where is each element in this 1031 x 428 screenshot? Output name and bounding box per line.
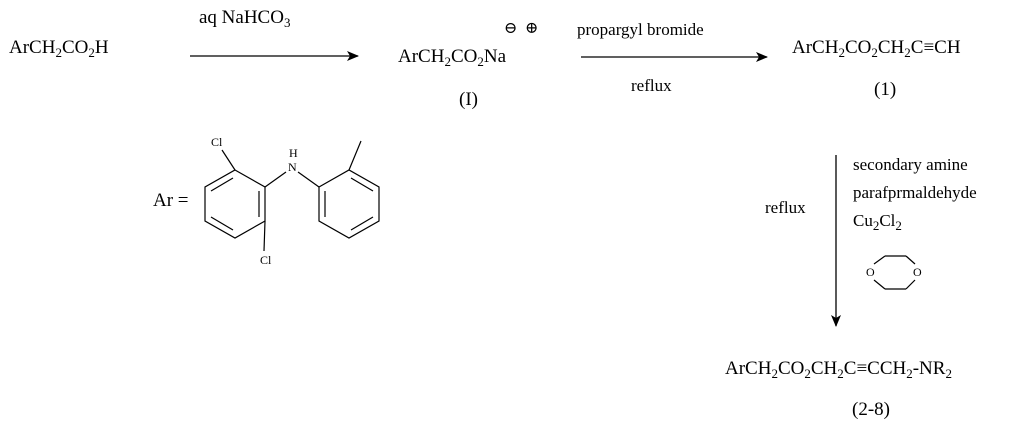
intermediate-formula: ArCH2CO2Na: [398, 46, 507, 69]
aryl-structure: [204, 140, 380, 252]
chlorine-bottom-label: Cl: [260, 253, 272, 267]
dioxane-oxygen-left: O: [866, 265, 875, 279]
catalyst-cu2cl2: Cu2Cl2: [853, 211, 902, 233]
negative-charge-icon: ⊖: [504, 20, 518, 37]
dioxane-structure: [873, 255, 916, 290]
condition-secondary-amine: secondary amine: [853, 155, 968, 174]
reactant-formula: ArCH2CO2H: [9, 37, 109, 60]
positive-charge-icon: ⊕: [525, 20, 539, 37]
reagent-propargyl-bromide: propargyl bromide: [577, 20, 704, 39]
chlorine-top-label: Cl: [211, 135, 223, 149]
condition-reflux-step3: reflux: [765, 198, 806, 217]
products-2-8-label: (2-8): [852, 399, 890, 420]
amine-h-label: H: [289, 146, 298, 160]
product-1-label: (1): [874, 79, 897, 100]
products-2-8-formula: ArCH2CO2CH2C≡CCH2-NR2: [725, 358, 952, 381]
dioxane-oxygen-right: O: [913, 265, 922, 279]
condition-reflux: reflux: [631, 76, 672, 95]
amine-n-label: N: [288, 160, 297, 174]
ar-equals-label: Ar =: [153, 190, 189, 211]
reagent-nahco3: aq NaHCO3: [199, 7, 291, 30]
condition-paraformaldehyde: parafprmaldehyde: [853, 183, 977, 202]
intermediate-label: (I): [459, 89, 478, 110]
product-1-formula: ArCH2CO2CH2C≡CH: [792, 37, 961, 60]
